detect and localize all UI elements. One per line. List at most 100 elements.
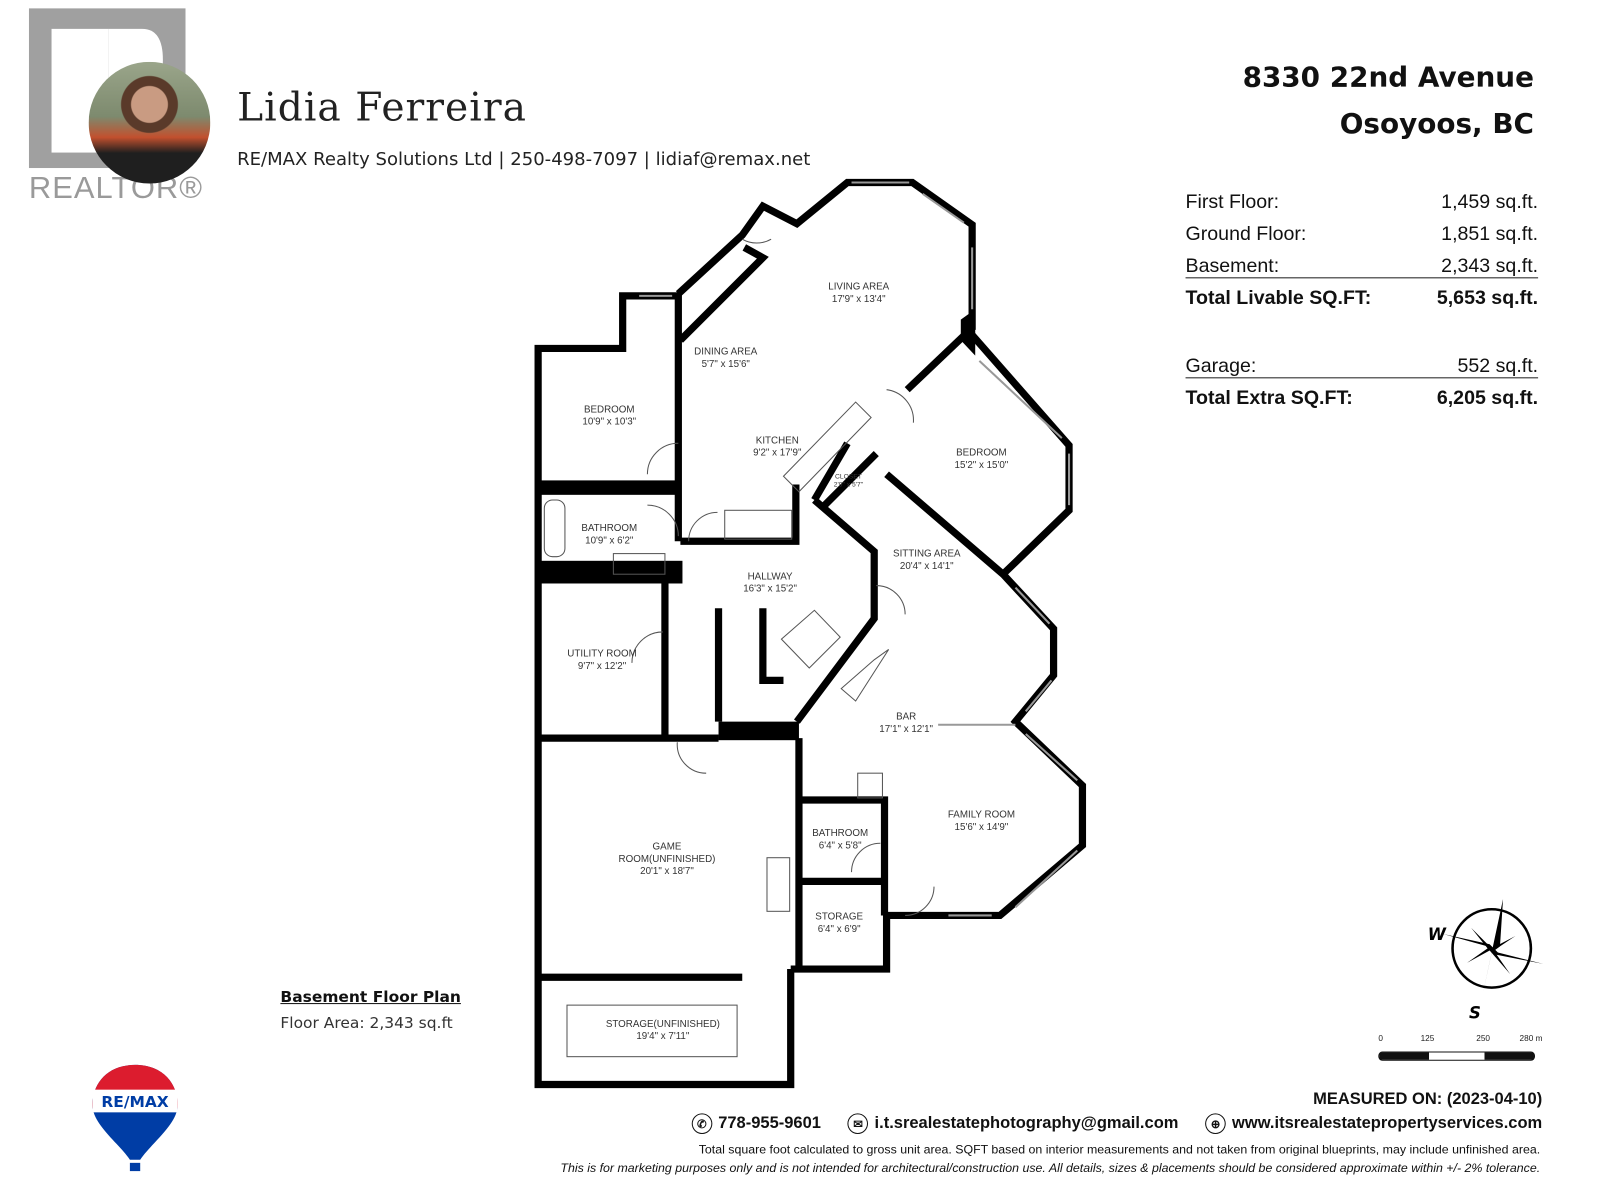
- room-size: 6'4" x 5'8": [818, 840, 862, 852]
- area-value: 1,459 sq.ft.: [1441, 191, 1539, 214]
- agent-name: Lidia Ferreira: [237, 84, 527, 130]
- phone-icon: ✆: [691, 1113, 713, 1134]
- area-value: 552 sq.ft.: [1457, 355, 1539, 378]
- room-size: 2'9" x 5'7": [833, 481, 864, 489]
- footer-contacts: ✆ 778-955-9601 ✉ i.t.srealestatephotograph…: [691, 1113, 1542, 1134]
- room-name: HALLWAY: [747, 571, 793, 583]
- compass-icon: W S: [1428, 898, 1544, 1021]
- room-size: 15'6" x 14'9": [954, 821, 1009, 833]
- area-total-livable: Total Livable SQ.FT: 5,653 sq.ft.: [1186, 285, 1539, 314]
- scale-tick: 0: [1378, 1033, 1383, 1044]
- fixtures: [543, 238, 935, 1058]
- compass-south-label: S: [1469, 1004, 1481, 1021]
- walls: [534, 178, 1087, 1089]
- room-size: 19'4" x 7'11": [636, 1030, 690, 1043]
- room-name: LIVING AREA: [828, 281, 890, 293]
- area-garage: Garage: 552 sq.ft.: [1185, 353, 1539, 379]
- area-label: Total Extra SQ.FT:: [1185, 387, 1353, 410]
- room-name: BAR: [896, 711, 917, 723]
- area-value: 1,851 sq.ft.: [1441, 223, 1539, 246]
- room-name: STORAGE(UNFINISHED): [605, 1018, 720, 1030]
- plan-floor-area: Floor Area: 2,343 sq.ft: [280, 1013, 453, 1032]
- room-size: 9'2" x 17'9": [753, 447, 802, 459]
- website-text[interactable]: www.itsrealestatepropertyservices.com: [1232, 1114, 1543, 1132]
- footer-phone: ✆ 778-955-9601: [691, 1113, 821, 1134]
- room-name: DINING AREA: [694, 346, 758, 358]
- room-size: 17'9" x 13'4": [831, 293, 886, 306]
- room-name: BEDROOM: [956, 447, 1007, 459]
- scale-tick: 280 m: [1519, 1033, 1543, 1044]
- scale-bar: [1378, 1051, 1536, 1061]
- room-name: FAMILY ROOM: [947, 809, 1015, 821]
- room-storage-unfinished: STORAGE(UNFINISHED)19'4" x 7'11": [606, 1019, 720, 1044]
- room-size: 16'3" x 15'2": [743, 583, 797, 595]
- area-ground-floor: Ground Floor: 1,851 sq.ft.: [1186, 221, 1539, 250]
- room-size: 20'4" x 14'1": [899, 560, 954, 573]
- room-size: 6'4" x 6'9": [817, 923, 861, 936]
- area-label: Garage:: [1185, 355, 1257, 378]
- area-value: 5,653 sq.ft.: [1436, 287, 1539, 310]
- area-label: Total Livable SQ.FT:: [1185, 287, 1372, 310]
- compass-west-label: W: [1428, 925, 1447, 944]
- phone-text: 778-955-9601: [718, 1114, 821, 1132]
- footer-email[interactable]: ✉ i.t.srealestatephotography@gmail.com: [847, 1113, 1179, 1134]
- area-first-floor: First Floor: 1,459 sq.ft.: [1186, 189, 1539, 218]
- room-name: KITCHEN: [755, 435, 799, 447]
- windows: [639, 181, 1078, 917]
- remax-balloon-logo: RE/MAX: [92, 1064, 178, 1172]
- area-value: 6,205 sq.ft.: [1436, 387, 1539, 410]
- room-game: GAME ROOM(UNFINISHED)20'1" x 18'7": [610, 841, 723, 878]
- measured-on: MEASURED ON: (2023-04-10): [1313, 1090, 1543, 1109]
- area-label: Ground Floor:: [1185, 223, 1307, 246]
- room-name: CLOSET: [835, 473, 862, 481]
- room-name: STORAGE: [815, 911, 864, 923]
- room-name: GAME ROOM(UNFINISHED): [618, 841, 716, 865]
- area-basement: Basement: 2,343 sq.ft.: [1185, 253, 1539, 279]
- email-text[interactable]: i.t.srealestatephotography@gmail.com: [874, 1114, 1179, 1132]
- footer-website[interactable]: ⊕ www.itsrealestatepropertyservices.com: [1205, 1113, 1542, 1134]
- room-name: BEDROOM: [583, 404, 635, 416]
- room-name: UTILITY ROOM: [567, 648, 637, 660]
- agent-contact-info: RE/MAX Realty Solutions Ltd | 250-498-70…: [237, 149, 811, 171]
- room-size: 15'2" x 15'0": [954, 459, 1009, 472]
- room-size: 10'9" x 6'2": [585, 535, 634, 547]
- globe-icon: ⊕: [1205, 1113, 1226, 1134]
- room-name: BATHROOM: [581, 522, 638, 535]
- room-size: 9'7" x 12'2": [577, 660, 627, 673]
- area-label: First Floor:: [1185, 191, 1280, 214]
- disclaimer-1: Total square foot calculated to gross un…: [698, 1142, 1541, 1157]
- address-line-1: 8330 22nd Avenue: [1242, 61, 1534, 94]
- scale-tick: 125: [1420, 1033, 1435, 1044]
- plan-title: Basement Floor Plan: [280, 987, 461, 1007]
- room-name: SITTING AREA: [893, 548, 961, 560]
- remax-logo-text: RE/MAX: [101, 1093, 168, 1111]
- room-size: 5'7" x 15'6": [701, 358, 750, 371]
- scale-tick: 250: [1476, 1033, 1491, 1044]
- agent-photo: [88, 61, 211, 184]
- envelope-icon: ✉: [847, 1113, 869, 1134]
- room-size: 20'1" x 18'7": [640, 865, 694, 878]
- thick-walls: [538, 309, 976, 741]
- room-name: BATHROOM: [812, 827, 869, 840]
- area-label: Basement:: [1185, 255, 1280, 278]
- room-size: 10'9" x 10'3": [582, 416, 637, 428]
- room-size: 17'1" x 12'1": [879, 723, 934, 736]
- area-value: 2,343 sq.ft.: [1441, 255, 1539, 278]
- address-line-2: Osoyoos, BC: [1339, 108, 1534, 141]
- disclaimer-2: This is for marketing purposes only and …: [560, 1160, 1541, 1176]
